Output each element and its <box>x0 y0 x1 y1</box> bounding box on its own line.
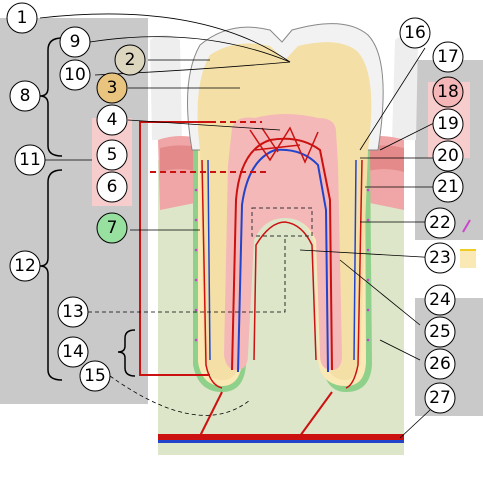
leader-lines <box>30 13 441 439</box>
svg-text:16: 16 <box>404 23 426 43</box>
svg-text:3: 3 <box>107 78 118 98</box>
svg-text:2: 2 <box>125 50 136 70</box>
svg-text:20: 20 <box>437 146 459 166</box>
label-10: 10 <box>59 59 91 91</box>
label-13: 13 <box>57 296 89 328</box>
svg-text:18: 18 <box>437 82 459 102</box>
label-22: 22 <box>424 207 456 239</box>
key-nerve-ending <box>462 219 471 233</box>
label-17: 17 <box>432 41 464 73</box>
svg-text:5: 5 <box>107 145 118 165</box>
bracket-5 <box>139 121 210 376</box>
bottom-vessel-vein <box>158 440 404 443</box>
svg-text:21: 21 <box>437 177 459 197</box>
label-26: 26 <box>424 348 456 380</box>
label-15: 15 <box>79 360 111 392</box>
pulp-plexus <box>249 126 319 164</box>
label-14: 14 <box>57 336 89 368</box>
svg-text:14: 14 <box>62 342 84 362</box>
svg-text:13: 13 <box>62 302 84 322</box>
key-cementum <box>460 250 476 268</box>
label-5: 5 <box>96 139 128 171</box>
label-16: 16 <box>399 17 431 49</box>
dashed-leader-15 <box>109 375 251 416</box>
svg-text:17: 17 <box>437 47 459 67</box>
svg-text:24: 24 <box>429 290 451 310</box>
svg-text:23: 23 <box>429 248 451 268</box>
svg-text:6: 6 <box>107 177 118 197</box>
label-1: 1 <box>6 2 38 34</box>
svg-text:27: 27 <box>429 388 451 408</box>
svg-text:9: 9 <box>70 32 81 52</box>
pdl-artery-inner <box>253 221 317 361</box>
label-11: 11 <box>14 144 46 176</box>
svg-text:8: 8 <box>20 86 31 106</box>
pdl-artery-right <box>345 159 363 389</box>
label-9: 9 <box>59 26 91 58</box>
label-23: 23 <box>424 242 456 274</box>
svg-text:26: 26 <box>429 354 451 374</box>
svg-text:11: 11 <box>19 150 41 170</box>
svg-text:4: 4 <box>107 110 118 130</box>
svg-text:22: 22 <box>429 213 451 233</box>
label-2: 2 <box>114 44 146 76</box>
label-27: 27 <box>424 382 456 414</box>
vessel-branch-right <box>299 391 333 437</box>
bottom-vessel-artery <box>158 434 404 440</box>
svg-text:10: 10 <box>64 65 86 85</box>
vessel-branch-left <box>199 391 223 437</box>
pulp-vein <box>237 148 329 373</box>
svg-text:25: 25 <box>429 322 451 342</box>
label-25: 25 <box>424 316 456 348</box>
label-18: 18 <box>432 76 464 108</box>
pdl-artery-left <box>201 159 223 389</box>
label-6: 6 <box>96 171 128 203</box>
label-24: 24 <box>424 284 456 316</box>
label-12: 12 <box>9 250 41 282</box>
svg-text:19: 19 <box>437 114 459 134</box>
pdl-vein-left <box>207 159 211 361</box>
label-21: 21 <box>432 171 464 203</box>
label-20: 20 <box>432 140 464 172</box>
label-7: 7 <box>96 212 128 244</box>
neighbour-tooth-left <box>150 35 182 140</box>
svg-text:7: 7 <box>107 218 118 238</box>
neighbour-tooth-right <box>392 34 418 140</box>
label-3: 3 <box>96 72 128 104</box>
pulp <box>224 114 342 370</box>
detail-box <box>251 207 313 237</box>
svg-text:12: 12 <box>14 256 36 276</box>
dashed-leader-13 <box>88 236 286 313</box>
label-19: 19 <box>432 108 464 140</box>
label-8: 8 <box>9 80 41 112</box>
pdl-vein-right <box>353 159 357 361</box>
label-4: 4 <box>96 104 128 136</box>
brace-14 <box>117 329 136 377</box>
svg-text:1: 1 <box>17 8 28 28</box>
svg-text:15: 15 <box>84 366 106 386</box>
nerve-endings <box>194 188 370 342</box>
